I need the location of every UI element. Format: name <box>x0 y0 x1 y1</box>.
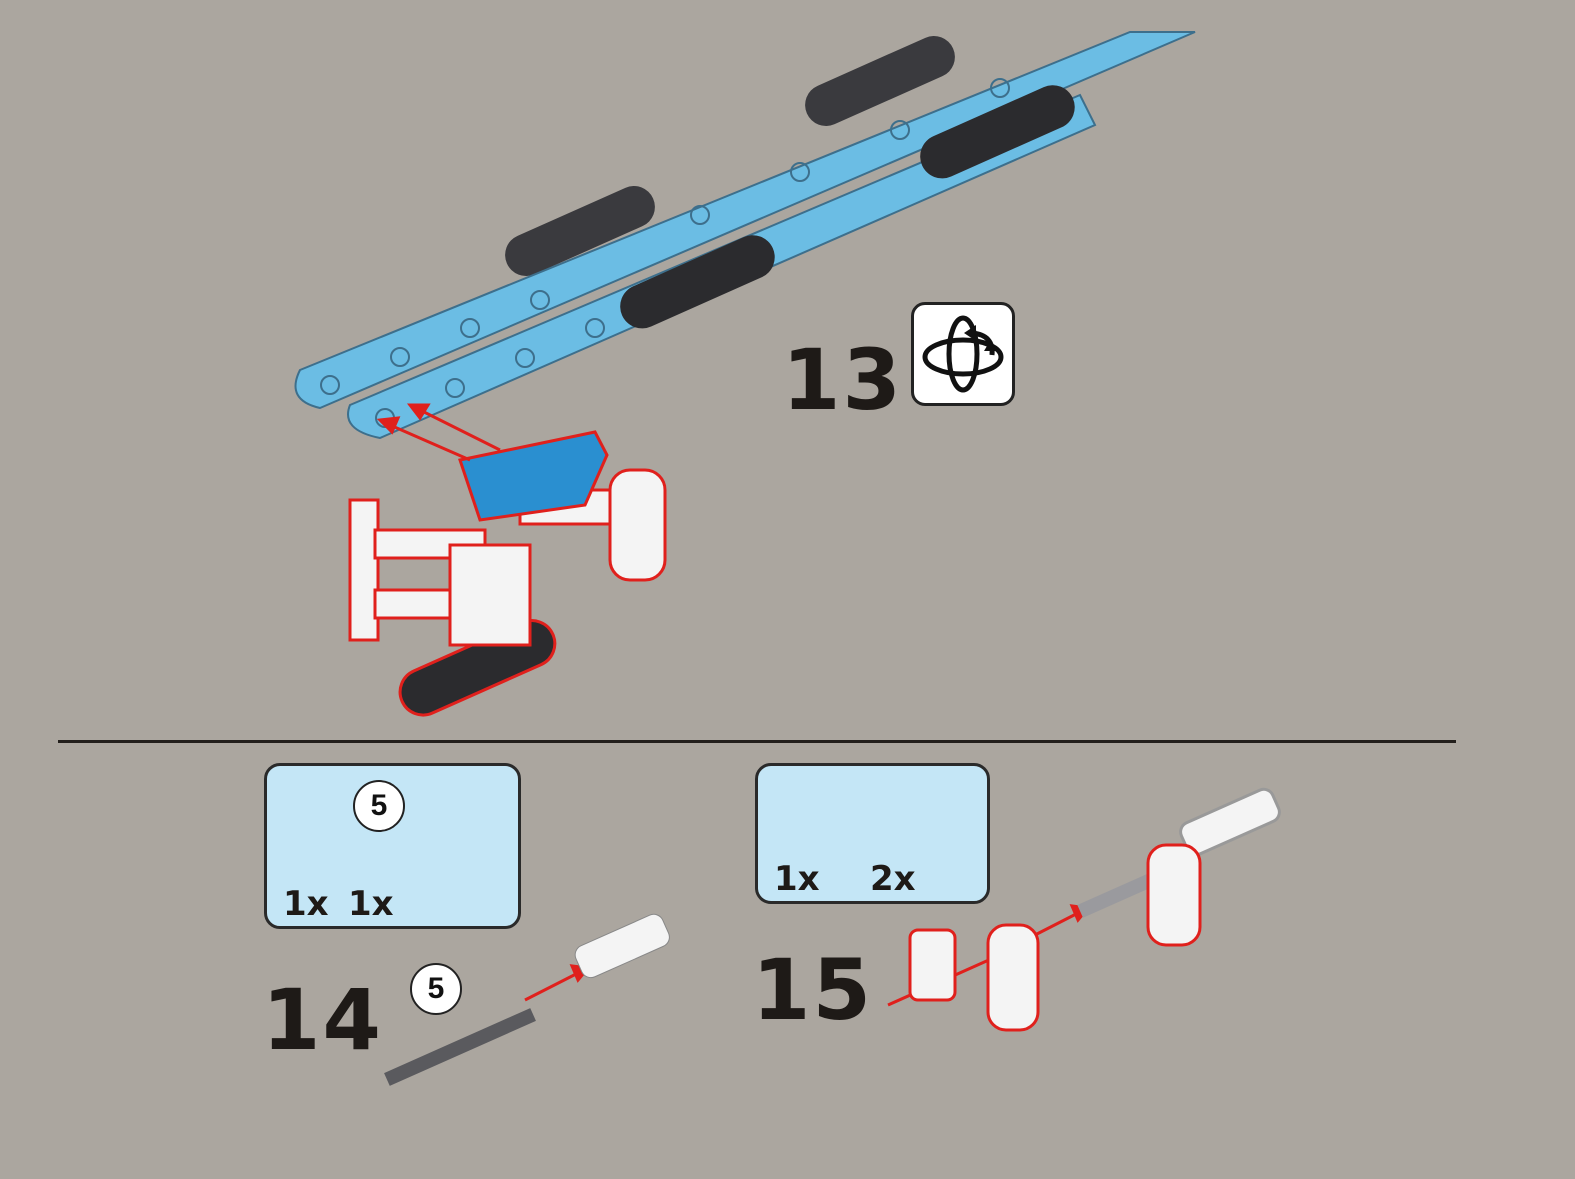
part-qty: 1x <box>774 859 820 899</box>
part-qty: 2x <box>870 859 916 899</box>
axle-length-badge: 5 <box>353 780 405 832</box>
step-number-15: 15 <box>752 941 873 1039</box>
step15-illustration <box>908 787 1281 1032</box>
axle-length-badge: 5 <box>410 963 462 1015</box>
subassembly-13 <box>348 430 667 647</box>
parts-list-step-15: 1x 2x <box>755 763 990 904</box>
dark-beams <box>505 36 955 276</box>
step-number-14: 14 <box>262 971 383 1069</box>
parts-list-step-14: 5 1x 1x <box>264 763 521 929</box>
step-divider <box>58 740 1456 743</box>
assembly-arrows <box>376 403 1091 1007</box>
part-qty: 1x <box>348 884 394 924</box>
part-qty: 1x <box>283 884 329 924</box>
step14-illustration <box>384 913 670 1086</box>
step-number-13: 13 <box>782 331 903 429</box>
rotate-model-icon <box>911 302 1015 406</box>
